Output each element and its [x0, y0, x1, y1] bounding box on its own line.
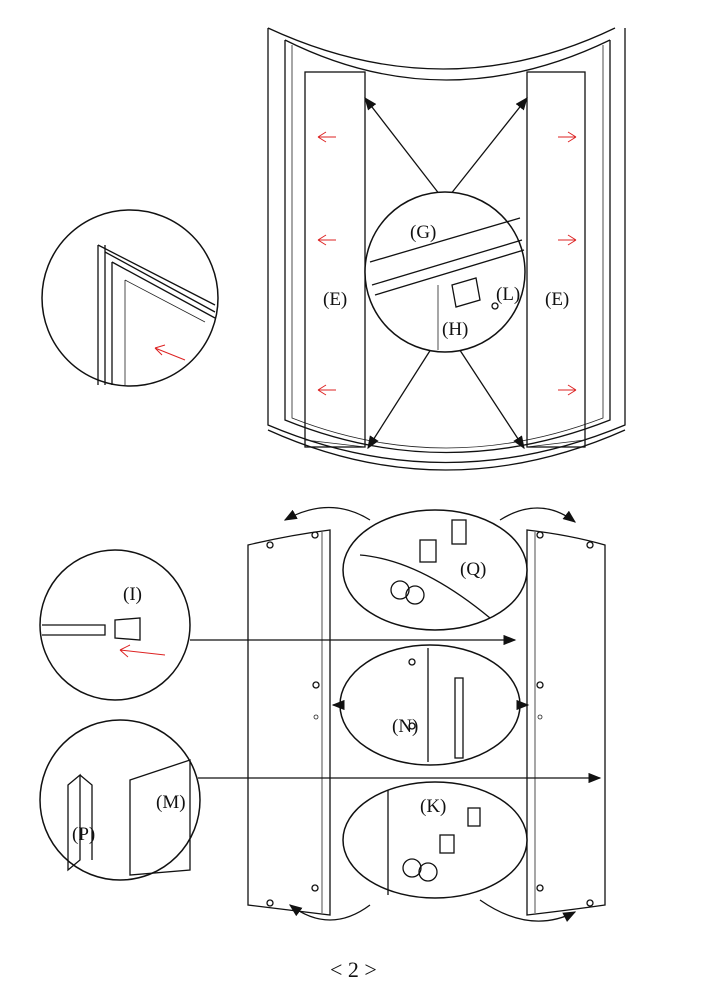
- label-E-left: (E): [323, 289, 347, 310]
- label-Q: (Q): [460, 559, 486, 580]
- glass-panel-right: [526, 71, 586, 448]
- enclosure-front-view: [267, 27, 626, 471]
- panel-left-bottom: [247, 529, 331, 916]
- label-I: (I): [123, 584, 142, 605]
- label-H: (H): [442, 319, 468, 340]
- red-direction-arrows: [317, 131, 577, 396]
- glass-panel-left: [304, 71, 366, 448]
- page-number: < 2 >: [330, 957, 377, 982]
- detail-circle-seal-I: [39, 549, 191, 701]
- label-E-right: (E): [545, 289, 569, 310]
- label-G: (G): [410, 222, 436, 243]
- label-N: (N): [392, 716, 418, 737]
- label-P: (P): [72, 824, 95, 845]
- detail-circle-corner: [41, 209, 219, 387]
- detail-ellipse-N: [339, 644, 521, 766]
- detail-ellipse-Q: [342, 509, 528, 631]
- detail-circle-roller-top: [364, 191, 526, 353]
- panel-right-bottom: [526, 529, 606, 916]
- label-M: (M): [156, 792, 186, 813]
- label-K: (K): [420, 796, 446, 817]
- label-L: (L): [496, 284, 520, 305]
- detail-ellipse-K: [342, 781, 528, 899]
- detail-circle-profile-PM: [39, 719, 201, 881]
